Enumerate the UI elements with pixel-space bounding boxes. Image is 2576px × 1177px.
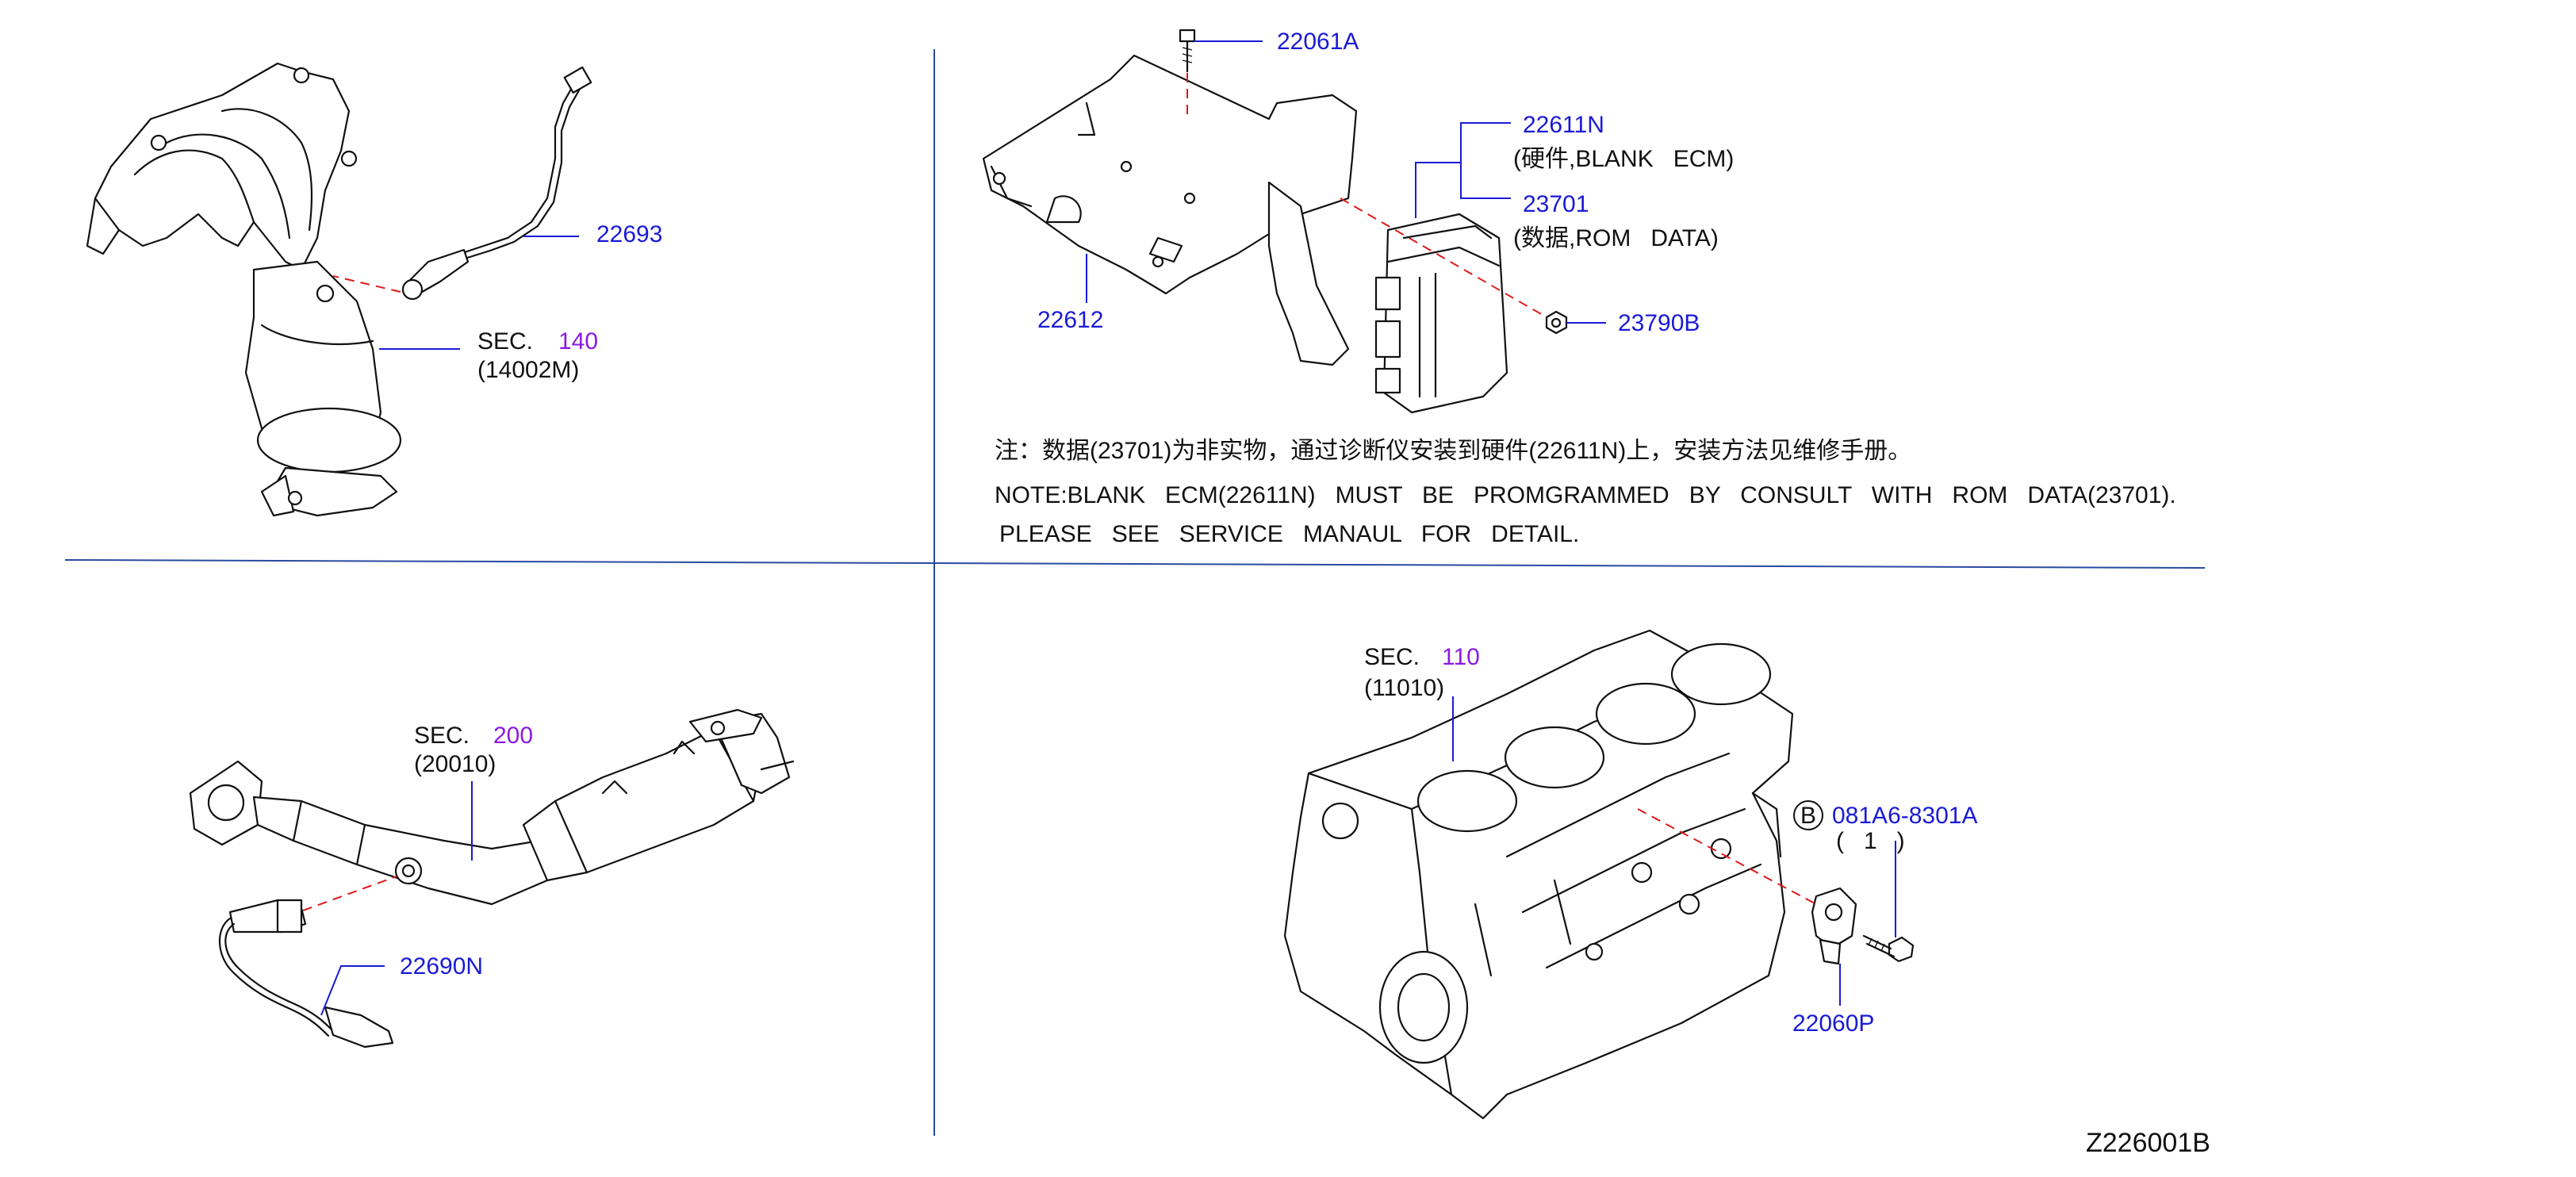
part-23701-label: 23701 xyxy=(1523,191,1589,217)
nut-23790B-illustration xyxy=(1545,310,1568,335)
part-22611N-description: (硬件,BLANK ECM) xyxy=(1513,146,1734,172)
sec-110-label: SEC. xyxy=(1364,644,1420,670)
note-english-line-2: PLEASE SEE SERVICE MANAUL FOR DETAIL. xyxy=(999,521,1579,547)
ecm-module-illustration xyxy=(1374,213,1508,414)
part-22611N-23701-leader xyxy=(1415,122,1511,218)
part-22693-label: 22693 xyxy=(596,221,662,247)
sensor-22690N-dashed-link xyxy=(302,876,397,911)
bolt-081A6-illustration xyxy=(1862,934,1915,963)
sec-140-label: SEC. xyxy=(477,328,533,355)
part-22611N-label: 22611N xyxy=(1523,112,1604,138)
part-22061A-label: 22061A xyxy=(1277,29,1359,55)
ecm-bracket-22612-illustration xyxy=(982,54,1358,366)
sec-110-number: 110 xyxy=(1442,644,1480,670)
sec-140-number: 140 xyxy=(558,328,598,355)
sec-200-part: (20010) xyxy=(414,751,496,777)
knock-sensor-22060P-illustration xyxy=(1811,887,1857,965)
part-22612-label: 22612 xyxy=(1037,307,1103,333)
part-081A6-label: 081A6-8301A xyxy=(1832,803,1978,829)
exhaust-manifold-illustration xyxy=(86,62,402,517)
sensor-22693-dashed-link xyxy=(332,275,401,293)
front-exhaust-pipe-illustration xyxy=(189,708,795,906)
o2-sensor-22693-illustration xyxy=(401,66,592,301)
bolt-22061A-illustration xyxy=(1179,29,1196,73)
figure-id: Z226001B xyxy=(2086,1128,2210,1158)
sec-200-number: 200 xyxy=(493,723,533,749)
sec-140-part: (14002M) xyxy=(477,357,579,383)
part-23790B-label: 23790B xyxy=(1618,310,1700,336)
knock-sensor-dashed-link xyxy=(1637,808,1817,905)
part-081A6-quantity: ( 1 ) xyxy=(1836,828,1905,854)
o2-sensor-22690N-illustration xyxy=(218,899,394,1049)
badge-b-icon xyxy=(1793,800,1823,830)
cylinder-block-illustration xyxy=(1283,629,1794,1120)
sec-110-part: (11010) xyxy=(1364,675,1444,701)
part-23701-description: (数据,ROM DATA) xyxy=(1513,225,1719,251)
sec-200-label: SEC. xyxy=(414,723,470,749)
part-22690N-leader xyxy=(320,965,385,1016)
divider-horizontal xyxy=(64,559,2206,569)
part-22690N-label: 22690N xyxy=(400,953,483,980)
part-22060P-label: 22060P xyxy=(1792,1010,1874,1037)
note-english-line-1: NOTE:BLANK ECM(22611N) MUST BE PROMGRAMM… xyxy=(995,482,2176,508)
note-chinese: 注：数据(23701)为非实物，通过诊断仪安装到硬件(22611N)上，安装方法… xyxy=(995,438,1911,464)
badge-b-letter: B xyxy=(1800,803,1816,829)
nut-23790B-dashed-link xyxy=(1340,197,1547,318)
